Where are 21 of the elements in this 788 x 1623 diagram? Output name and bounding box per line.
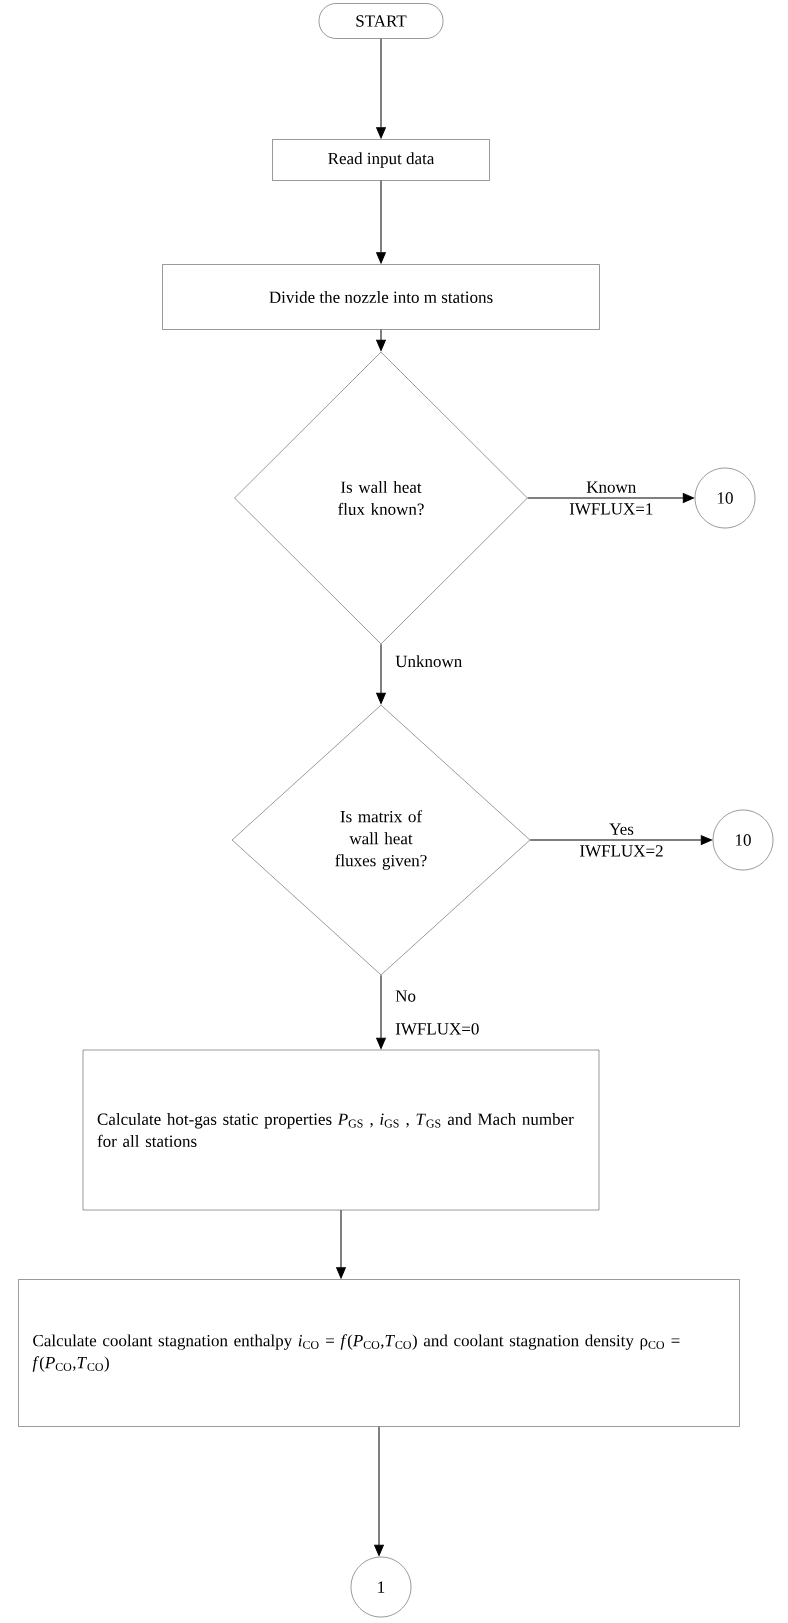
process-box: Divide the nozzle into m stations: [162, 264, 600, 330]
flag-label: IWFLUX=0: [395, 1023, 479, 1035]
arrow: [336, 1209, 346, 1279]
arrow: [376, 329, 386, 351]
process-box: Calculate coolant stagnation enthalpy i$_{CO}$ = f(P$_{CO}$,T$_{CO}$) and coolant stagnation density ρ$_{CO}$ = f(P$_{CO}$,T$_{CO}$): [18, 1279, 740, 1427]
arrow: [376, 643, 386, 704]
arrow: [376, 974, 386, 1049]
edge-label: No: [395, 990, 416, 1002]
terminator: START: [318, 3, 444, 39]
arrow: [376, 180, 386, 264]
arrow: [376, 38, 386, 139]
process-box: Calculate hot-gas static properties P$_{GS}$ , i$_{GS}$ , T$_{GS}$ and Mach number for all stations: [82, 1049, 600, 1211]
edge-label: Known: [586, 481, 637, 493]
edge-label: Unknown: [395, 655, 462, 668]
process-box: Read input data: [272, 139, 490, 181]
flag-label: IWFLUX=1: [569, 503, 653, 515]
arrow: [529, 835, 712, 845]
edge-label: Yes: [609, 823, 634, 835]
arrow: [374, 1426, 384, 1556]
arrow: [527, 493, 694, 503]
flag-label: IWFLUX=2: [580, 845, 663, 857]
